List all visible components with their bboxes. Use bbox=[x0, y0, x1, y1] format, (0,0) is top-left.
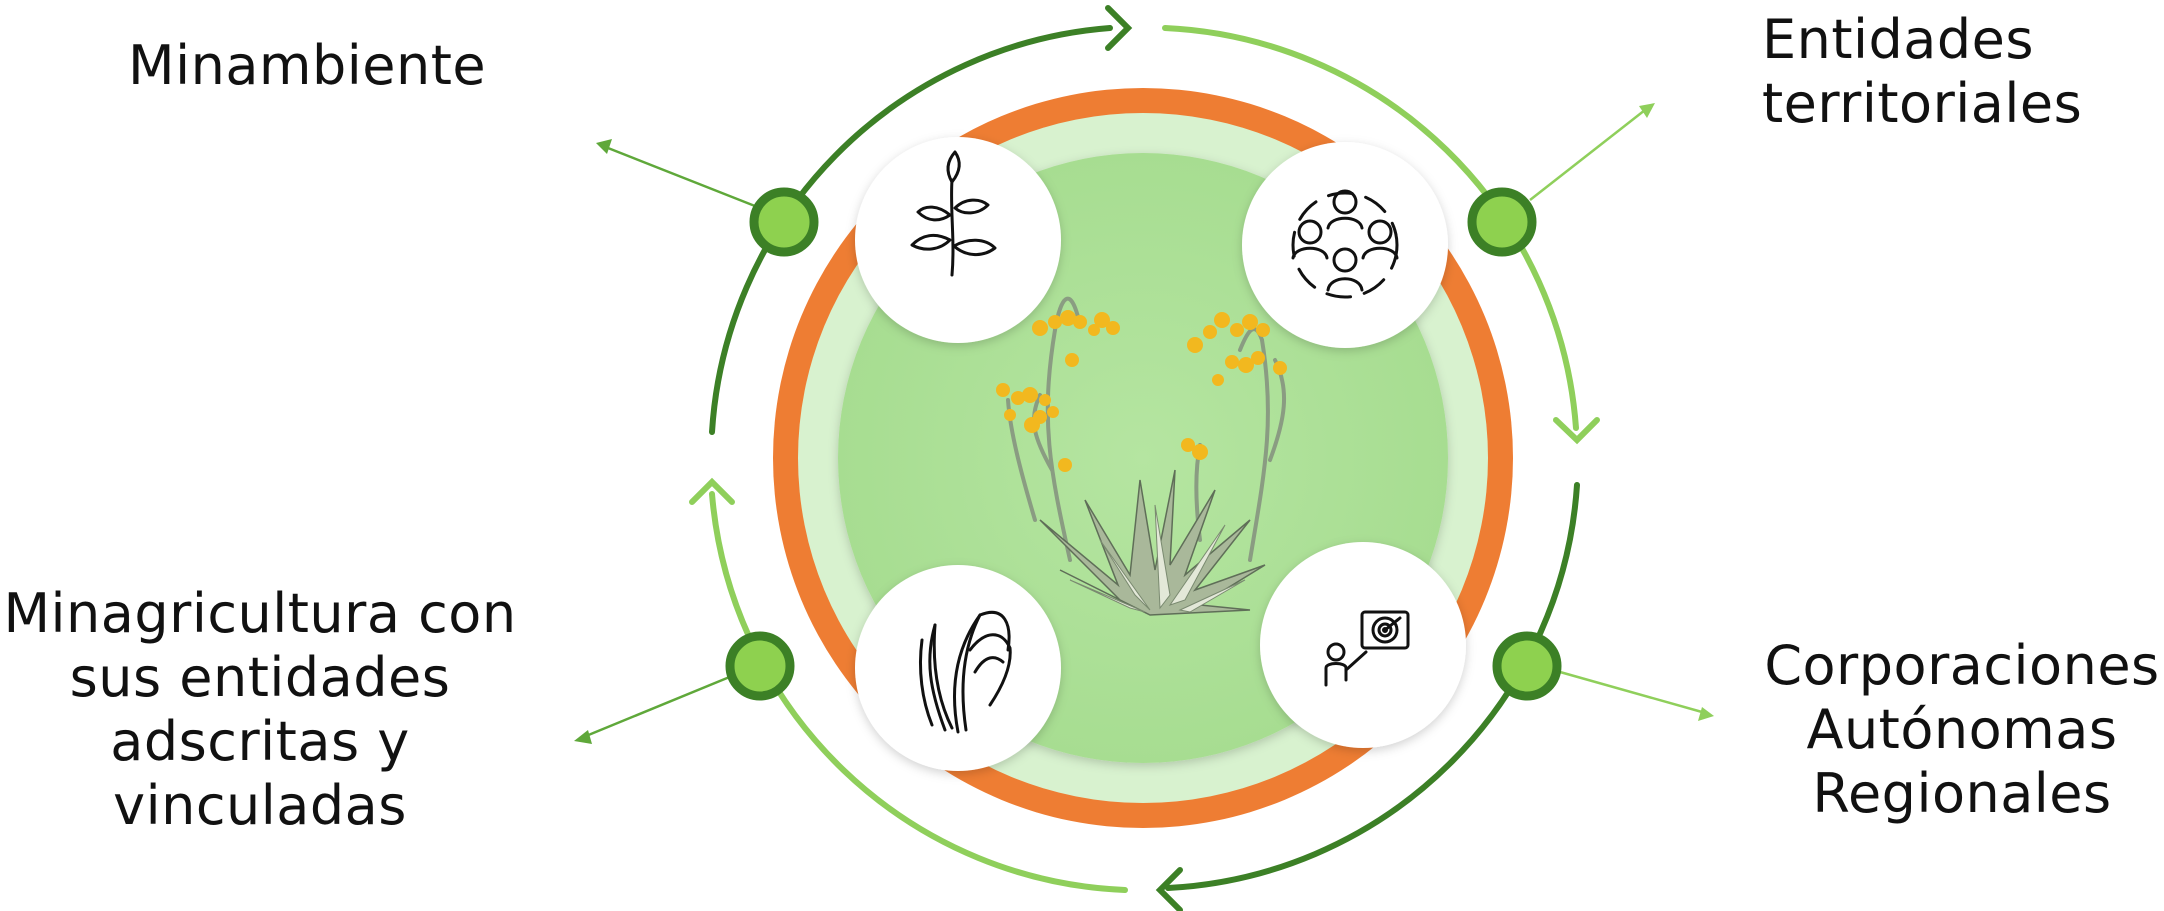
label-entidades-territoriales: Entidades territoriales bbox=[1762, 8, 2083, 135]
connector-top-right bbox=[1529, 109, 1646, 201]
arc-top-right bbox=[1162, 25, 1579, 431]
arc-bottom-left bbox=[709, 491, 1128, 893]
connector-top-left bbox=[607, 146, 761, 210]
nodes bbox=[725, 187, 1562, 701]
arc-left-top bbox=[709, 25, 1113, 435]
label-corporaciones: Corporaciones Autónomas Regionales bbox=[1764, 634, 2160, 825]
connectors bbox=[574, 103, 1714, 744]
arrowhead-bottom bbox=[1155, 867, 1183, 911]
node-top-right bbox=[1467, 187, 1537, 257]
node-top-left bbox=[749, 187, 819, 257]
arc-right-bottom bbox=[1165, 482, 1580, 891]
connector-bottom-left-arrow bbox=[574, 730, 592, 744]
connector-top-right-arrow bbox=[1639, 103, 1655, 118]
cycle-arrows bbox=[689, 5, 1600, 911]
arrowhead-top bbox=[1105, 5, 1133, 51]
arrowhead-right bbox=[1553, 417, 1600, 445]
plant-illustration bbox=[996, 296, 1287, 616]
people-network-icon bbox=[1291, 189, 1399, 299]
connector-bottom-right bbox=[1559, 670, 1703, 714]
sprout-icon bbox=[910, 150, 997, 277]
label-minagricultura: Minagricultura con sus entidades adscrit… bbox=[3, 582, 517, 837]
icon-circle-top-right bbox=[1242, 142, 1448, 348]
node-bottom-left bbox=[725, 631, 795, 701]
connector-bottom-left bbox=[585, 674, 733, 738]
connector-top-left-arrow bbox=[596, 139, 612, 154]
icon-circle-top-left bbox=[855, 137, 1061, 343]
grass-leaves-icon bbox=[919, 611, 1012, 734]
arrowhead-left bbox=[689, 477, 735, 505]
node-bottom-right bbox=[1492, 631, 1562, 701]
connector-bottom-right-arrow bbox=[1698, 707, 1714, 721]
presentation-target-icon bbox=[1324, 610, 1410, 687]
label-minambiente: Minambiente bbox=[128, 34, 487, 97]
